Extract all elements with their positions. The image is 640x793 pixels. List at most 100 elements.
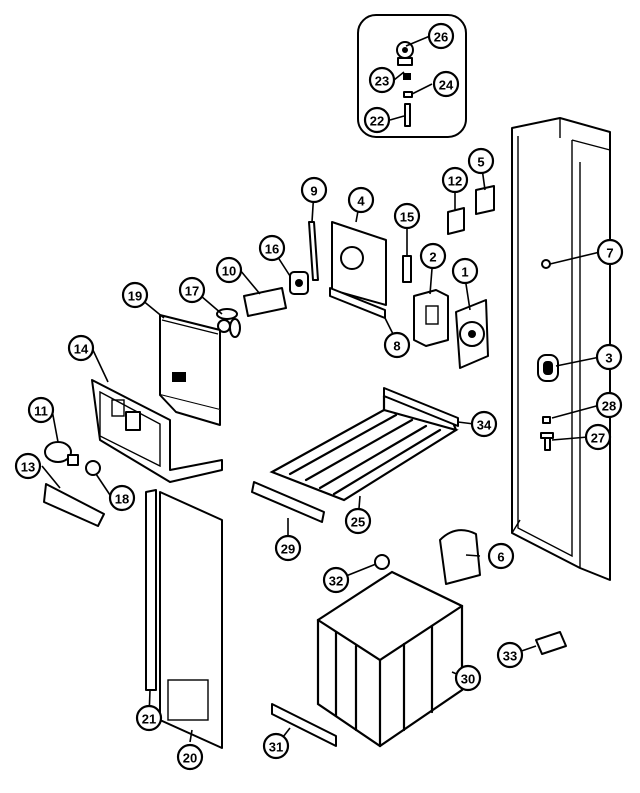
evaporator-cover: [331, 221, 387, 306]
basket-rail: [271, 703, 337, 747]
ice-cover: [439, 529, 481, 585]
callout-bubble: [14, 452, 42, 480]
callout-bubble: [344, 507, 372, 535]
motor-bracket: [289, 271, 309, 295]
callout-label: 11: [34, 404, 48, 419]
callout-label: 30: [461, 672, 475, 687]
callout-label: 27: [591, 431, 605, 446]
callout-label: 2: [429, 250, 436, 265]
control-housing: [91, 379, 223, 483]
callout-bubble: [363, 106, 391, 134]
callout-label: 33: [503, 649, 517, 664]
callout-bubble: [121, 281, 149, 309]
callout-26: 26: [427, 22, 455, 50]
fan-housing: [413, 289, 449, 347]
shelf-rail-lower: [251, 481, 325, 523]
callout-1: 1: [451, 257, 479, 285]
callout-20: 20: [176, 743, 204, 771]
callout-label: 3: [605, 351, 612, 366]
callout-label: 34: [477, 418, 492, 433]
callout-3: 3: [595, 343, 623, 371]
callout-bubble: [368, 66, 396, 94]
callout-label: 25: [351, 515, 365, 530]
callout-bubble: [595, 343, 623, 371]
callout-label: 16: [265, 242, 279, 257]
callout-label: 9: [310, 184, 317, 199]
callout-31: 31: [262, 732, 290, 760]
callout-bubble: [487, 542, 515, 570]
callout-label: 1: [461, 265, 468, 280]
callout-12: 12: [441, 166, 469, 194]
callout-label: 18: [115, 492, 129, 507]
callout-23: 23: [368, 66, 396, 94]
callout-bubble: [432, 70, 460, 98]
callout-bubble: [274, 534, 302, 562]
callout-22: 22: [363, 106, 391, 134]
callout-18: 18: [108, 484, 136, 512]
callout-bubble: [496, 641, 524, 669]
fan-blade: [216, 308, 241, 338]
callout-11: 11: [27, 396, 55, 424]
callout-label: 32: [329, 574, 343, 589]
callout-bubble: [176, 743, 204, 771]
callout-21: 21: [135, 704, 163, 732]
light-bulb: [44, 441, 79, 466]
bracket-clip: [535, 631, 567, 655]
callout-bubble: [470, 410, 498, 438]
callout-label: 23: [375, 74, 389, 89]
callout-9: 9: [300, 176, 328, 204]
switch-part: [402, 255, 412, 283]
callout-30: 30: [454, 664, 482, 692]
callout-bubble: [467, 147, 495, 175]
callout-label: 20: [183, 751, 197, 766]
callout-label: 24: [439, 78, 454, 93]
callout-label: 22: [370, 114, 384, 129]
callout-label: 5: [477, 155, 484, 170]
rear-panel: [159, 314, 221, 426]
callout-label: 15: [400, 210, 414, 225]
callout-14: 14: [67, 334, 95, 362]
callout-bubble: [451, 257, 479, 285]
callout-bubble: [135, 704, 163, 732]
callout-bubble: [595, 391, 623, 419]
hinge-bar: [243, 287, 287, 317]
callout-label: 14: [74, 342, 89, 357]
light-socket: [85, 460, 101, 476]
shelf-rail-upper: [383, 387, 459, 427]
callout-27: 27: [584, 423, 612, 451]
callout-label: 19: [128, 289, 142, 304]
callout-17: 17: [178, 276, 206, 304]
callout-24: 24: [432, 70, 460, 98]
callout-bubble: [427, 22, 455, 50]
callout-label: 17: [185, 284, 199, 299]
drain-rod: [308, 221, 319, 281]
callout-15: 15: [393, 202, 421, 230]
callout-29: 29: [274, 534, 302, 562]
callout-32: 32: [322, 566, 350, 594]
light-shield: [43, 483, 105, 527]
callout-bubble: [262, 732, 290, 760]
callout-8: 8: [383, 331, 411, 359]
callout-28: 28: [595, 391, 623, 419]
lower-panel: [159, 491, 223, 749]
callout-label: 6: [497, 550, 504, 565]
callout-label: 4: [357, 194, 365, 209]
callout-label: 21: [142, 712, 156, 727]
callout-label: 10: [222, 264, 236, 279]
callout-bubble: [596, 238, 624, 266]
callout-4: 4: [347, 186, 375, 214]
callout-bubble: [419, 242, 447, 270]
callout-bubble: [178, 276, 206, 304]
callout-bubble: [27, 396, 55, 424]
callout-label: 31: [269, 740, 283, 755]
callout-bubble: [258, 234, 286, 262]
callout-bubble: [454, 664, 482, 692]
callout-19: 19: [121, 281, 149, 309]
callout-bubble: [584, 423, 612, 451]
callout-6: 6: [487, 542, 515, 570]
callout-label: 8: [393, 339, 400, 354]
callout-label: 13: [21, 460, 35, 475]
callout-label: 29: [281, 542, 295, 557]
